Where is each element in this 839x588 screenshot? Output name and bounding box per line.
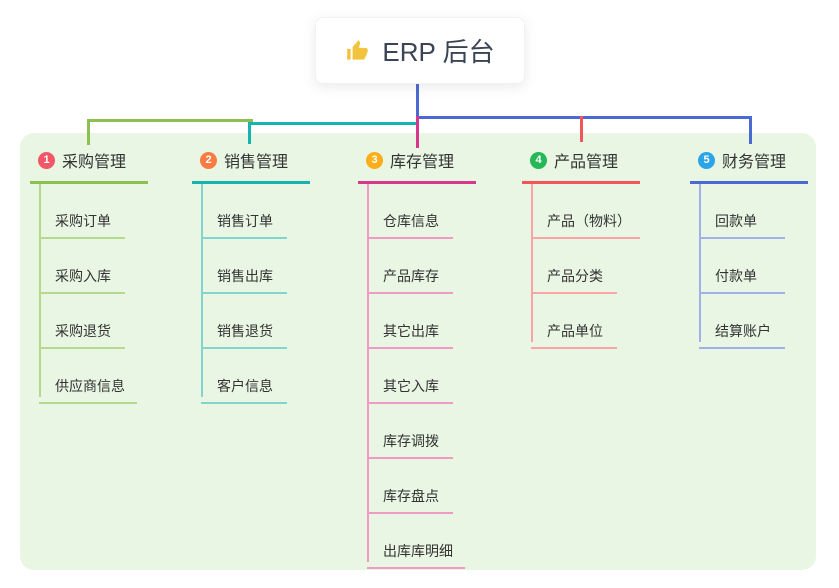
sub-item[interactable]: 客户信息 bbox=[201, 376, 287, 404]
branch-node[interactable]: 5 财务管理 bbox=[690, 148, 808, 184]
branch-label: 财务管理 bbox=[722, 154, 787, 171]
branch-label: 产品管理 bbox=[554, 154, 619, 171]
sub-item-row: 付款单 bbox=[699, 239, 808, 294]
branch-number-badge: 4 bbox=[530, 151, 547, 169]
sub-item[interactable]: 仓库信息 bbox=[367, 211, 453, 239]
connector-line bbox=[416, 116, 752, 119]
branch-label: 库存管理 bbox=[390, 154, 455, 171]
branch-column: 1 采购管理采购订单采购入库采购退货供应商信息 bbox=[30, 148, 148, 404]
sub-item[interactable]: 产品库存 bbox=[367, 266, 453, 294]
branch-connector-line bbox=[531, 184, 533, 342]
sub-item-row: 销售退货 bbox=[201, 294, 310, 349]
connector-line bbox=[248, 122, 251, 144]
connector-line bbox=[87, 119, 90, 145]
sub-item[interactable]: 付款单 bbox=[699, 266, 785, 294]
sub-item-row: 库存调拨 bbox=[367, 404, 476, 459]
branch-number-badge: 3 bbox=[366, 151, 383, 169]
sub-item[interactable]: 采购订单 bbox=[39, 211, 125, 239]
branch-connector-line bbox=[39, 184, 41, 397]
branch-node[interactable]: 2 销售管理 bbox=[192, 148, 310, 184]
sub-item-list: 销售订单销售出库销售退货客户信息 bbox=[201, 184, 310, 404]
sub-item-row: 产品库存 bbox=[367, 239, 476, 294]
sub-item-row: 出库库明细 bbox=[367, 514, 476, 569]
sub-item-list: 产品（物料） 产品分类产品单位 bbox=[531, 184, 640, 349]
connector-line bbox=[416, 116, 419, 148]
sub-item[interactable]: 销售出库 bbox=[201, 266, 287, 294]
sub-item[interactable]: 采购退货 bbox=[39, 321, 125, 349]
sub-item[interactable]: 库存调拨 bbox=[367, 431, 453, 459]
branch-node[interactable]: 3 库存管理 bbox=[358, 148, 476, 184]
sub-item-row: 其它出库 bbox=[367, 294, 476, 349]
sub-item[interactable]: 产品（物料） bbox=[531, 211, 640, 239]
sub-item[interactable]: 其它入库 bbox=[367, 376, 453, 404]
branch-connector-line bbox=[201, 184, 203, 397]
sub-item[interactable]: 供应商信息 bbox=[39, 376, 137, 404]
sub-item-row: 库存盘点 bbox=[367, 459, 476, 514]
sub-item[interactable]: 出库库明细 bbox=[367, 541, 465, 569]
branch-label: 销售管理 bbox=[224, 154, 289, 171]
mindmap-panel bbox=[20, 133, 816, 570]
sub-item-row: 采购退货 bbox=[39, 294, 148, 349]
sub-item-row: 客户信息 bbox=[201, 349, 310, 404]
sub-item-row: 结算账户 bbox=[699, 294, 808, 349]
sub-item[interactable]: 销售退货 bbox=[201, 321, 287, 349]
branch-node[interactable]: 4 产品管理 bbox=[522, 148, 640, 184]
connector-line bbox=[749, 116, 752, 144]
connector-line bbox=[248, 122, 419, 125]
connector-line bbox=[416, 84, 419, 117]
sub-item-row: 产品（物料） bbox=[531, 184, 640, 239]
connector-line bbox=[580, 116, 583, 142]
branch-number-badge: 5 bbox=[698, 151, 715, 169]
sub-item-list: 采购订单采购入库采购退货供应商信息 bbox=[39, 184, 148, 404]
branch-number-badge: 1 bbox=[38, 151, 55, 169]
sub-item[interactable]: 结算账户 bbox=[699, 321, 785, 349]
root-node[interactable]: ERP 后台 bbox=[315, 17, 525, 84]
sub-item-row: 其它入库 bbox=[367, 349, 476, 404]
sub-item[interactable]: 库存盘点 bbox=[367, 486, 453, 514]
sub-item-row: 供应商信息 bbox=[39, 349, 148, 404]
sub-item-row: 采购入库 bbox=[39, 239, 148, 294]
sub-item-row: 采购订单 bbox=[39, 184, 148, 239]
branch-connector-line bbox=[699, 184, 701, 342]
sub-item-row: 回款单 bbox=[699, 184, 808, 239]
branch-label: 采购管理 bbox=[62, 154, 127, 171]
sub-item[interactable]: 销售订单 bbox=[201, 211, 287, 239]
sub-item-row: 产品单位 bbox=[531, 294, 640, 349]
branch-column: 2 销售管理销售订单销售出库销售退货客户信息 bbox=[192, 148, 310, 404]
thumbs-up-icon bbox=[345, 38, 371, 64]
branch-column: 5 财务管理回款单付款单结算账户 bbox=[690, 148, 808, 349]
sub-item-list: 仓库信息产品库存其它出库其它入库库存调拨库存盘点出库库明细 bbox=[367, 184, 476, 569]
sub-item[interactable]: 其它出库 bbox=[367, 321, 453, 349]
sub-item-list: 回款单付款单结算账户 bbox=[699, 184, 808, 349]
sub-item[interactable]: 产品分类 bbox=[531, 266, 617, 294]
root-label: ERP 后台 bbox=[382, 37, 495, 67]
sub-item-row: 销售订单 bbox=[201, 184, 310, 239]
sub-item-row: 产品分类 bbox=[531, 239, 640, 294]
sub-item-row: 销售出库 bbox=[201, 239, 310, 294]
branch-column: 4 产品管理产品（物料） 产品分类产品单位 bbox=[522, 148, 640, 349]
sub-item[interactable]: 采购入库 bbox=[39, 266, 125, 294]
sub-item-row: 仓库信息 bbox=[367, 184, 476, 239]
sub-item[interactable]: 回款单 bbox=[699, 211, 785, 239]
branch-connector-line bbox=[367, 184, 369, 562]
connector-line bbox=[87, 119, 253, 122]
branch-column: 3 库存管理仓库信息产品库存其它出库其它入库库存调拨库存盘点出库库明细 bbox=[358, 148, 476, 569]
branch-number-badge: 2 bbox=[200, 151, 217, 169]
branch-node[interactable]: 1 采购管理 bbox=[30, 148, 148, 184]
sub-item[interactable]: 产品单位 bbox=[531, 321, 617, 349]
